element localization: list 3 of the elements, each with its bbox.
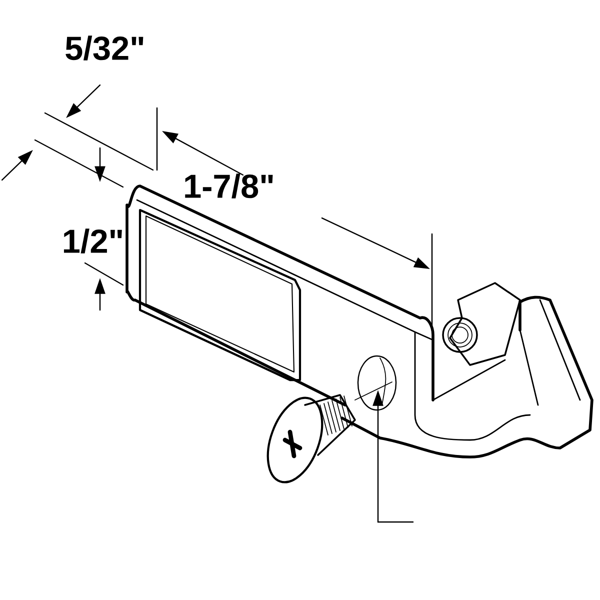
dimension-label: 1-7/8" (185, 174, 273, 198)
dimension-label: 5/32" (66, 36, 144, 60)
dimension-label: 1/2" (64, 228, 122, 254)
